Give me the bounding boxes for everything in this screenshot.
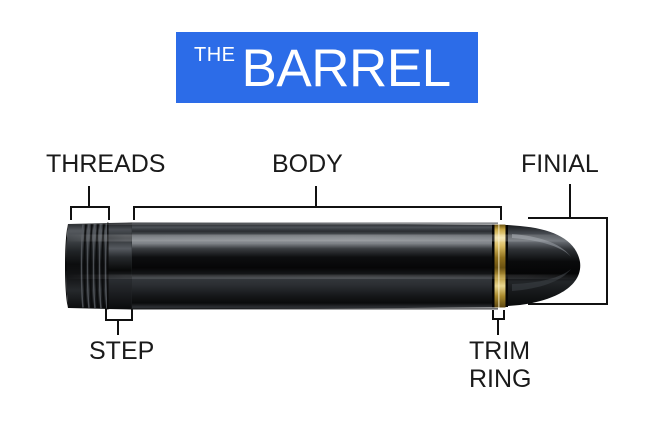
label-step: STEP [89,337,155,365]
label-threads: THREADS [46,150,166,178]
title-small-word: THE [194,44,236,66]
title-banner: THE BARREL [176,32,478,103]
pen-specular-highlights [68,223,581,279]
label-finial: FINIAL [521,150,599,178]
title-main-word: BARREL [241,39,452,98]
pen-threads-section [65,223,110,309]
label-body: BODY [272,150,343,178]
pen-trim-ring [492,224,508,308]
label-trim-ring: TRIM RING [469,337,532,393]
pen-barrel-illustration [62,214,590,318]
